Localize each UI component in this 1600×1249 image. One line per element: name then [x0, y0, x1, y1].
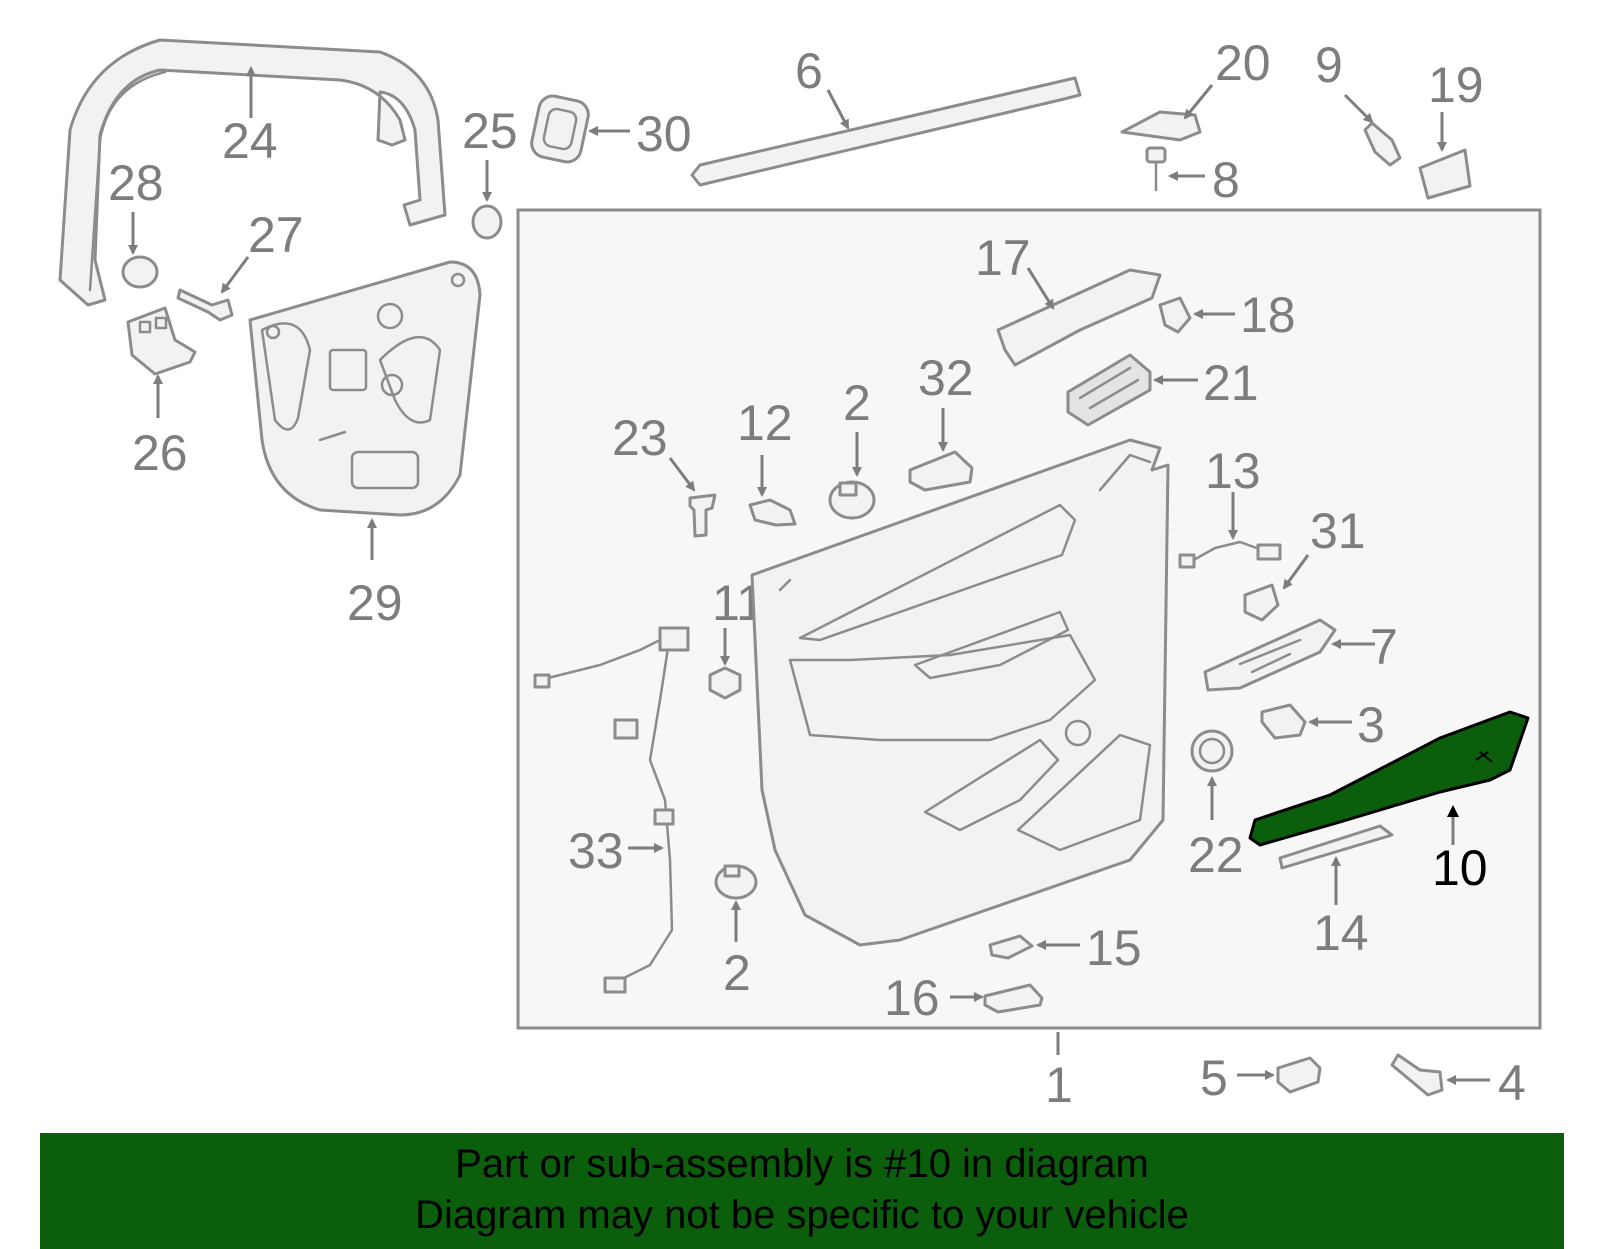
part-22-speaker-grille[interactable] — [1190, 729, 1234, 773]
callout-18: 18 — [1240, 287, 1296, 343]
part-29-water-deflector[interactable] — [248, 260, 482, 517]
callout-22: 22 — [1188, 827, 1244, 883]
part-11-clip[interactable] — [1260, 703, 1307, 740]
callout-14: 14 — [1313, 905, 1369, 961]
part-2-push-pin-upper[interactable] — [828, 480, 876, 520]
callout-29: 29 — [347, 575, 403, 631]
callout-12: 12 — [737, 395, 793, 451]
callout-11: 3 — [1357, 697, 1385, 753]
callout-13: 13 — [1205, 443, 1261, 499]
part-33-wiring-harness[interactable] — [533, 626, 690, 994]
callout-2-lower: 2 — [723, 945, 751, 1001]
callout-20: 20 — [1215, 35, 1271, 91]
part-14-molding-strip[interactable] — [1278, 824, 1394, 870]
part-27-screw[interactable] — [176, 288, 234, 322]
callout-10: 10 — [1432, 840, 1488, 896]
callout-31: 31 — [1310, 503, 1366, 559]
part-20-mirror-cover[interactable] — [1120, 110, 1202, 142]
banner-line-1: Part or sub-assembly is #10 in diagram — [455, 1142, 1149, 1186]
part-24-window-frame-trim[interactable] — [58, 38, 447, 307]
callout-30: 30 — [636, 106, 692, 162]
part-15-clip[interactable] — [988, 934, 1034, 960]
part-2-push-pin-lower[interactable] — [714, 864, 758, 900]
part-31-cap[interactable] — [1243, 583, 1280, 622]
callout-1: 1 — [1045, 1057, 1073, 1113]
part-21-window-switch[interactable] — [1066, 353, 1152, 427]
part-16-bracket[interactable] — [983, 983, 1044, 1014]
callout-19: 8 — [1212, 152, 1240, 208]
part-32-bracket[interactable] — [908, 450, 974, 492]
part-18-clip[interactable] — [1158, 296, 1192, 334]
callout-9: 19 — [1428, 57, 1484, 113]
callout-15: 15 — [1086, 920, 1142, 976]
part-26-bracket[interactable] — [126, 306, 197, 376]
callout-26: 26 — [132, 425, 188, 481]
callout-33: 33 — [568, 823, 624, 879]
callout-23: 23 — [612, 410, 668, 466]
part-10-armrest-trim-highlighted[interactable] — [1248, 710, 1530, 847]
part-7-door-handle[interactable] — [1203, 618, 1337, 692]
part-12-screw[interactable] — [748, 498, 797, 527]
callout-7: 7 — [1370, 619, 1398, 675]
callout-5: 5 — [1200, 1050, 1228, 1106]
callout-25: 25 — [462, 103, 518, 159]
callout-27: 27 — [248, 207, 304, 263]
callout-32: 32 — [918, 350, 974, 406]
part-23-retainer[interactable] — [688, 493, 717, 538]
part-19-screw[interactable] — [1145, 146, 1167, 192]
banner-line-2: Diagram may not be specific to your vehi… — [415, 1193, 1189, 1237]
part-25-grommet[interactable] — [471, 204, 503, 240]
part-1-door-trim-panel[interactable] — [750, 438, 1170, 947]
part-9-cap[interactable] — [1418, 148, 1472, 200]
part-13-wiring[interactable] — [1178, 540, 1282, 569]
part-17-switch-bezel[interactable] — [996, 268, 1162, 367]
callout-24: 24 — [222, 113, 278, 169]
callout-17: 17 — [975, 230, 1031, 286]
part-30-seal-pad[interactable] — [529, 93, 591, 164]
part-4-bolt[interactable] — [1390, 1053, 1444, 1097]
part-3-nut[interactable] — [708, 666, 742, 700]
callout-4: 4 — [1498, 1055, 1526, 1111]
part-5-clip[interactable] — [1276, 1056, 1322, 1094]
callout-8: 9 — [1315, 37, 1343, 93]
part-6-belt-molding[interactable] — [690, 76, 1082, 187]
callout-28: 28 — [108, 155, 164, 211]
callout-6: 6 — [795, 43, 823, 99]
callout-16: 16 — [884, 970, 940, 1026]
part-8-bolt[interactable] — [1363, 121, 1402, 167]
callout-21: 21 — [1203, 355, 1259, 411]
part-28-clip[interactable] — [121, 255, 159, 289]
callout-2-upper: 2 — [843, 375, 871, 431]
info-banner: Part or sub-assembly is #10 in diagram D… — [40, 1133, 1564, 1249]
